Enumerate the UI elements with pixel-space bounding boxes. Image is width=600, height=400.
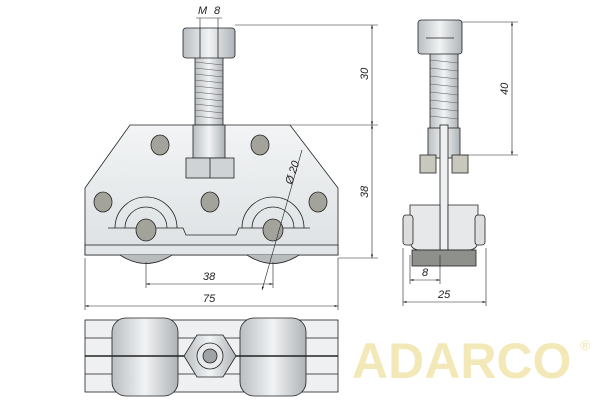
watermark-text: ADARCO <box>352 333 571 389</box>
side-view <box>402 19 486 267</box>
wheel-left-arc <box>114 196 178 229</box>
side-hex-nut-top <box>417 19 463 55</box>
registered-mark: ® <box>580 337 591 353</box>
bottom-view <box>84 317 339 397</box>
dim-side-bolt-height: 40 <box>499 82 511 95</box>
dim-total-width: 75 <box>203 293 216 305</box>
side-threaded-rod <box>429 51 459 133</box>
thread-label-size: 8 <box>214 5 221 17</box>
bolt-shank <box>192 124 226 159</box>
wheel-right-arc <box>241 196 305 229</box>
dim-plate-height: 38 <box>359 185 371 198</box>
bottom-wheel-left <box>111 317 179 397</box>
mounting-holes <box>93 134 328 242</box>
front-dimensions <box>84 17 378 310</box>
side-plate <box>439 124 449 251</box>
dim-side-total-depth: 25 <box>437 289 451 301</box>
watermark: ADARCO ® <box>352 333 591 389</box>
side-dimensions <box>402 21 518 306</box>
thread-label-m: M <box>198 5 208 17</box>
front-view <box>84 27 339 264</box>
dim-wheel-spacing: 38 <box>203 271 216 283</box>
dim-bolt-height: 30 <box>359 67 371 80</box>
side-wheels <box>411 249 477 267</box>
threaded-rod <box>194 55 224 131</box>
bottom-wheel-right <box>239 317 307 397</box>
hex-nut-top <box>182 27 236 59</box>
dim-side-wheel-width: 8 <box>422 267 429 279</box>
